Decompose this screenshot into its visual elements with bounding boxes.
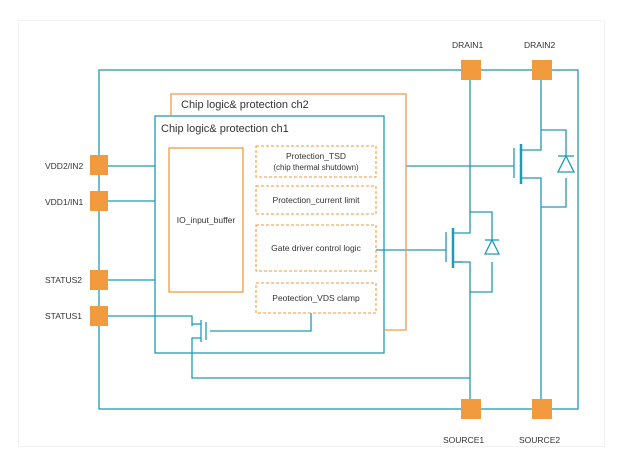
labels: DRAIN1 DRAIN2 SOURCE1 SOURCE2 VDD2/IN2 V… bbox=[45, 40, 560, 445]
drain2-pad bbox=[532, 60, 552, 80]
gate-driver-box bbox=[255, 224, 377, 272]
status1-label: STATUS1 bbox=[45, 311, 82, 321]
vds-clamp-box bbox=[255, 282, 377, 314]
ch1-fet-drain bbox=[453, 211, 493, 240]
status2-label: STATUS2 bbox=[45, 275, 82, 285]
tsd-box bbox=[255, 145, 377, 178]
protection-blocks bbox=[255, 145, 377, 314]
ch2-block bbox=[168, 93, 407, 331]
source1-label: SOURCE1 bbox=[443, 435, 484, 445]
io-buffer-box bbox=[168, 147, 244, 293]
io-buffer-label: IO_input_buffer bbox=[177, 215, 236, 225]
status1-pad bbox=[90, 306, 108, 326]
source1-pad bbox=[461, 399, 481, 419]
ch2-title: Chip logic& protection ch2 bbox=[181, 99, 309, 111]
diagram-background bbox=[18, 20, 605, 447]
ch1-block-border bbox=[154, 115, 385, 354]
tsd-label-line1: Protection_TSD bbox=[286, 151, 346, 161]
pads bbox=[90, 60, 552, 419]
source2-pad bbox=[532, 399, 552, 419]
vdd2-pad bbox=[90, 155, 108, 175]
vdd1-pad bbox=[90, 191, 108, 211]
source2-label: SOURCE2 bbox=[519, 435, 560, 445]
current-limit-box bbox=[255, 185, 377, 215]
tsd-label-line2: (chip thermal shutdown) bbox=[273, 163, 359, 172]
wires bbox=[98, 69, 579, 410]
ch2-body-diode bbox=[556, 154, 576, 173]
status2-pad bbox=[90, 270, 108, 290]
vdd2-label: VDD2/IN2 bbox=[45, 161, 84, 171]
ch2-fet-source bbox=[521, 177, 567, 208]
drain1-pad bbox=[461, 60, 481, 80]
ch1-body-diode bbox=[483, 238, 501, 255]
ch1-title: Chip logic& protection ch1 bbox=[161, 123, 289, 135]
vds-gate-wire bbox=[210, 313, 312, 332]
outer-bus-loop bbox=[98, 69, 579, 410]
gate-driver-label: Gate driver control logic bbox=[271, 243, 362, 253]
ch1-fet-source bbox=[453, 261, 493, 293]
small-fet-source-wire bbox=[191, 337, 470, 379]
vds-clamp-label: Peotection_VDS clamp bbox=[272, 293, 360, 303]
drain2-label: DRAIN2 bbox=[524, 40, 555, 50]
status1-wire bbox=[108, 315, 193, 326]
drain1-label: DRAIN1 bbox=[452, 40, 483, 50]
vdd1-label: VDD1/IN1 bbox=[45, 197, 84, 207]
ch2-block-border bbox=[170, 93, 407, 331]
ch2-fet-drain bbox=[521, 129, 567, 156]
current-limit-label: Protection_current limit bbox=[273, 195, 361, 205]
